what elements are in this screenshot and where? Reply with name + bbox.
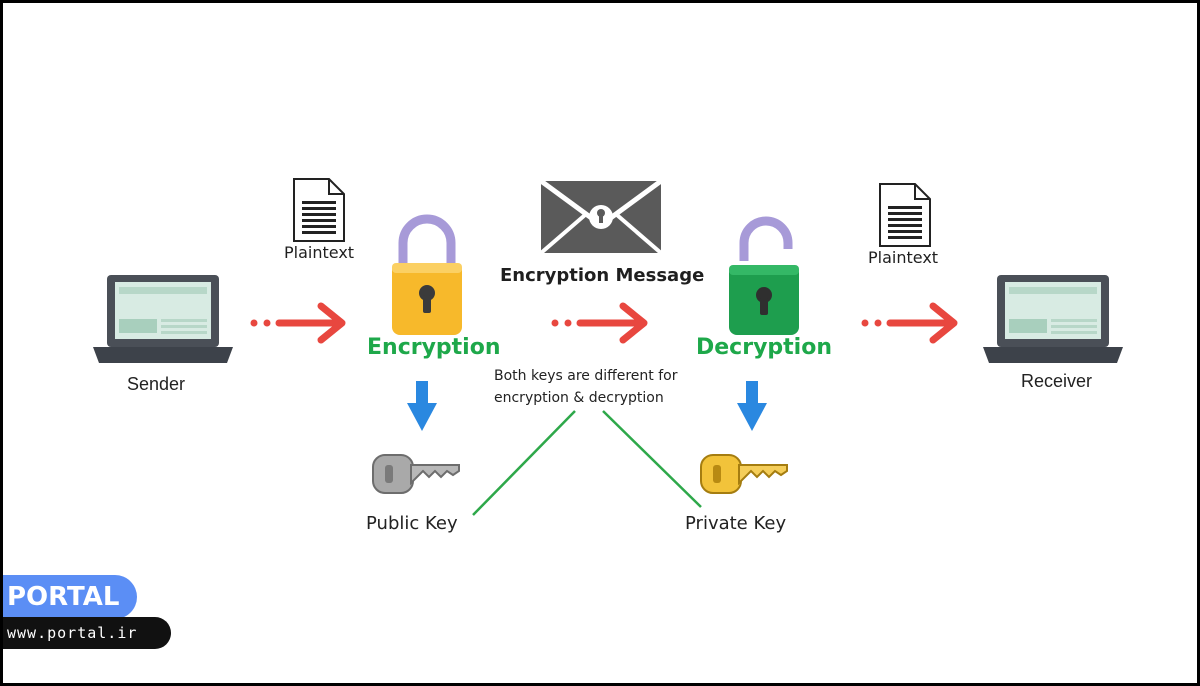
public-key-icon <box>372 454 460 494</box>
portal-url: www.portal.ir <box>3 617 171 649</box>
connector-line-public <box>472 410 576 516</box>
keys-note-line-2: encryption & decryption <box>494 390 664 406</box>
decryption-label: Decryption <box>696 335 832 360</box>
private-key-icon <box>700 454 788 494</box>
key-arrow-left-icon <box>407 381 437 431</box>
keys-note: Both keys are different for encryption &… <box>494 365 677 409</box>
diagram-canvas <box>93 178 1123 516</box>
sender-label: Sender <box>127 374 186 394</box>
decryption-padlock-icon <box>729 216 799 335</box>
key-arrow-right-icon <box>737 381 767 431</box>
flow-arrow-3 <box>861 302 958 344</box>
private-key-label: Private Key <box>685 513 787 534</box>
encryption-padlock-icon <box>392 214 462 335</box>
sender-laptop-icon <box>93 275 233 363</box>
encryption-label: Encryption <box>367 335 501 360</box>
encryption-message-label: Encryption Message <box>500 265 705 286</box>
connector-line-private <box>602 410 702 508</box>
plaintext-document-icon-left <box>293 178 345 242</box>
public-key-label: Public Key <box>366 513 458 534</box>
plaintext-label-left: Plaintext <box>284 243 355 262</box>
keys-note-line-1: Both keys are different for <box>494 368 678 384</box>
plaintext-document-icon-right <box>879 183 931 247</box>
flow-arrow-1 <box>250 302 346 344</box>
flow-arrow-2 <box>551 302 648 344</box>
plaintext-label-right: Plaintext <box>868 248 939 267</box>
portal-logo: PORTAL <box>3 575 137 619</box>
envelope-icon <box>539 178 663 255</box>
receiver-label: Receiver <box>1021 371 1093 391</box>
receiver-laptop-icon <box>983 275 1123 363</box>
